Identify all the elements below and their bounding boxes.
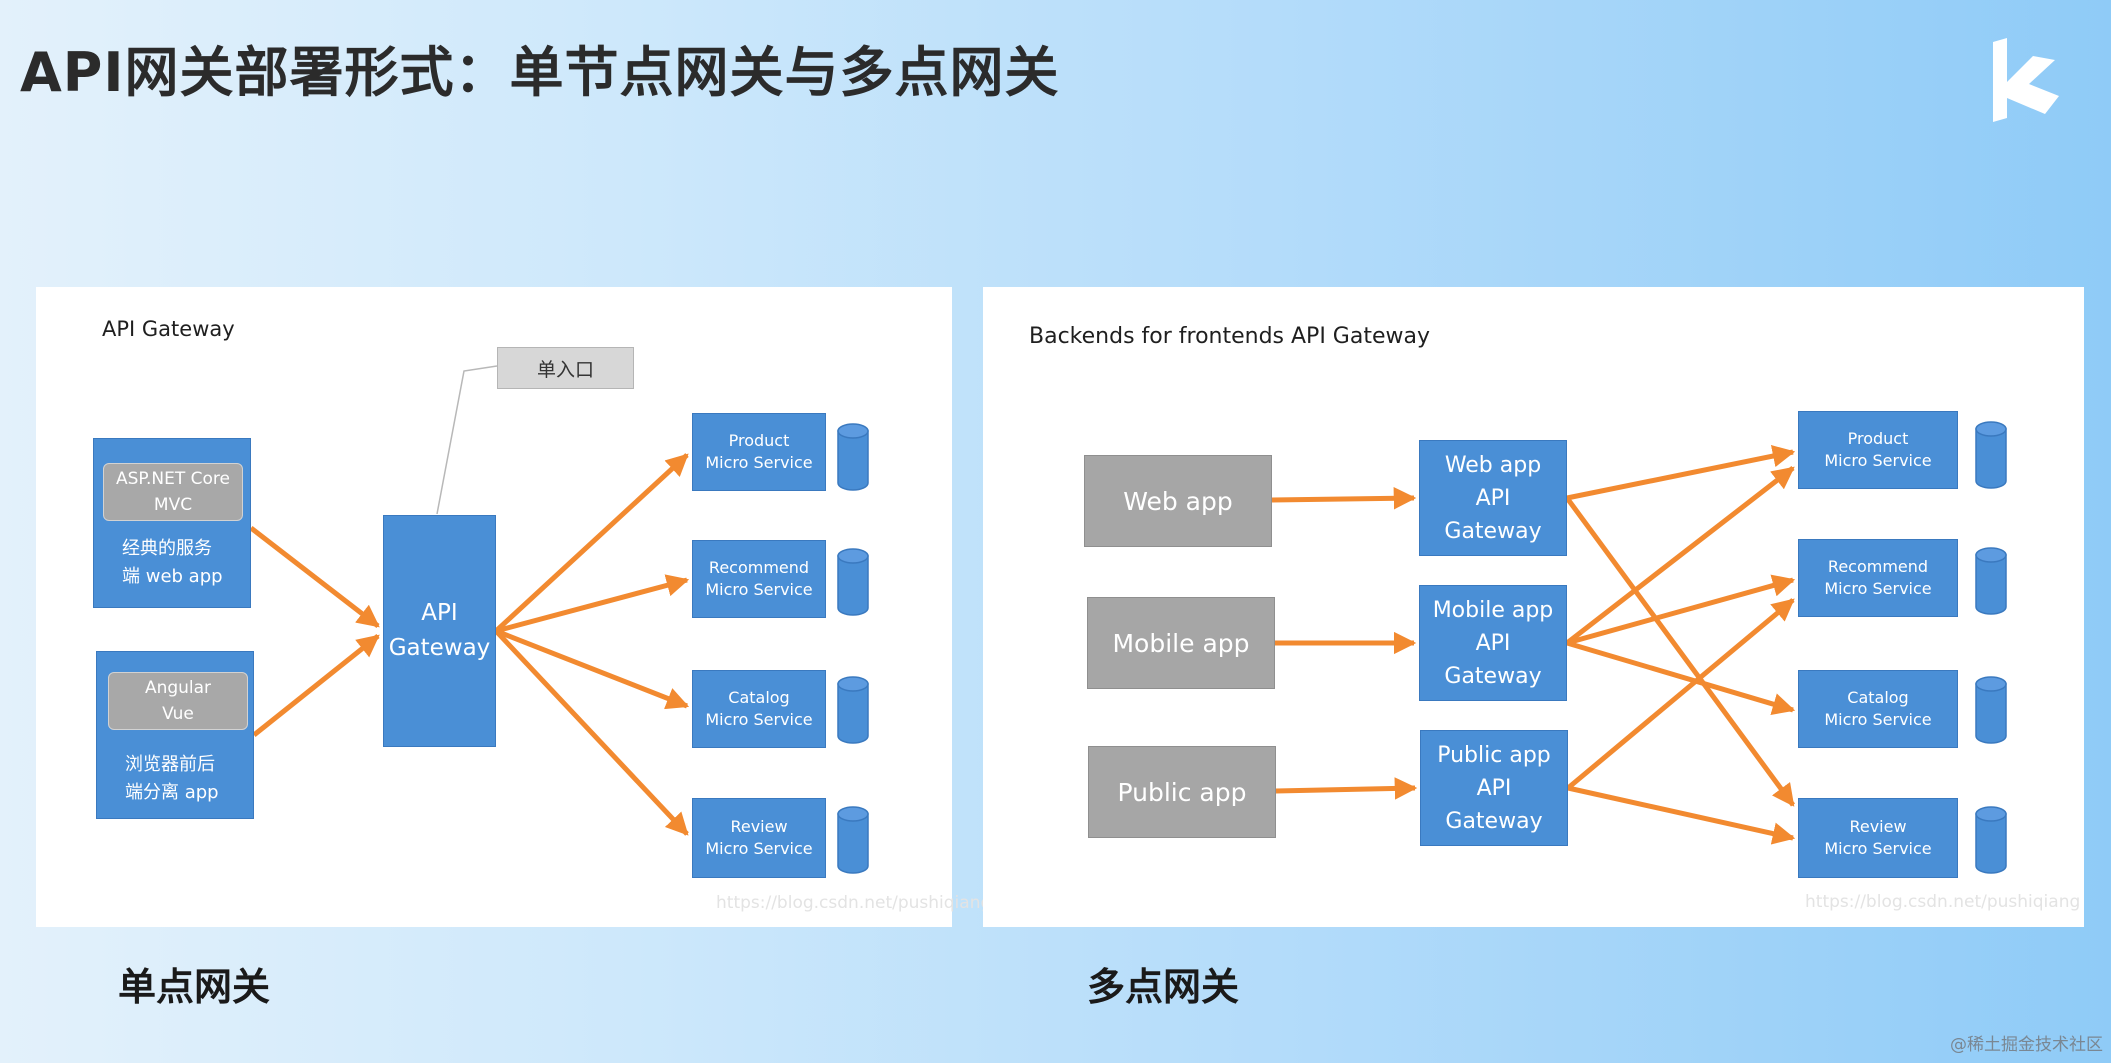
api-gateway-box[interactable]: API Gateway [383,515,496,747]
database-icon-3 [1975,683,2007,744]
service-box-review[interactable]: Review Micro Service [1798,798,1958,878]
left-arrow-3 [494,453,689,633]
database-icon-4-top [1975,806,2007,822]
right-arrow-6 [1565,466,1795,645]
single-gateway-caption: 单点网关 [118,965,271,1009]
client-description: 经典的服务 端 web app [122,538,223,587]
client-public-app[interactable]: Public app [1088,746,1276,838]
database-icon-1 [1975,428,2007,489]
callout-leader-line [436,365,498,515]
right-arrow-7 [1566,574,1796,646]
page-title: API网关部署形式：单节点网关与多点网关 [20,41,1060,104]
client-box-mvc[interactable]: ASP.NET Core MVC 经典的服务 端 web app [93,438,251,608]
service-box-recommend[interactable]: Recommend Micro Service [692,540,826,618]
framework-badge: ASP.NET Core MVC [103,463,243,521]
database-icon-3-top [837,676,869,692]
database-icon-3 [837,683,869,744]
right-databases [1975,421,2007,874]
right-arrow-10 [1567,785,1796,845]
k-logo-icon [1993,38,2059,122]
client-description: 浏览器前后 端分离 app [125,754,219,803]
database-icon-1-top [1975,421,2007,437]
left-arrow-6 [494,629,689,836]
diagram-watermark: https://blog.csdn.net/pushiqiang [716,893,992,913]
database-icon-4 [1975,813,2007,874]
database-icon-1 [837,430,869,491]
right-arrow-4 [1566,445,1796,501]
left-databases [837,423,869,874]
source-credit: @稀土掘金技术社区 [1950,1035,2103,1055]
client-web-app[interactable]: Web app [1084,455,1272,547]
service-box-product[interactable]: Product Micro Service [1798,411,1958,489]
left-arrow-1 [249,526,380,628]
service-box-product[interactable]: Product Micro Service [692,413,826,491]
public-app-gateway-box[interactable]: Public app API Gateway [1420,730,1568,846]
left-arrow-5 [495,628,690,710]
database-icon-2-top [837,548,869,564]
service-box-catalog[interactable]: Catalog Micro Service [692,670,826,748]
database-icon-2 [837,555,869,616]
database-icon-2 [1975,554,2007,615]
service-box-review[interactable]: Review Micro Service [692,798,826,878]
right-arrow-9 [1566,598,1795,790]
left-arrow-2 [252,634,380,737]
mobile-app-gateway-box[interactable]: Mobile app API Gateway [1419,585,1567,701]
framework-badge: Angular Vue [108,672,248,730]
multi-gateway-caption: 多点网关 [1087,965,1240,1009]
database-icon-3-top [1975,676,2007,692]
left-arrow-4 [495,574,690,634]
database-icon-1-top [837,423,869,439]
database-icon-4-top [837,806,869,822]
right-arrow-8 [1566,640,1796,716]
right-connectors [1271,445,1796,845]
database-icon-4 [837,813,869,874]
diagram-heading: API Gateway [102,317,235,341]
right-arrow-5 [1564,496,1796,807]
client-mobile-app[interactable]: Mobile app [1087,597,1275,689]
client-box-spa[interactable]: Angular Vue 浏览器前后 端分离 app [96,651,254,819]
right-arrow-1 [1271,487,1417,510]
service-box-catalog[interactable]: Catalog Micro Service [1798,670,1958,748]
right-arrow-3 [1275,777,1418,800]
left-connectors [249,453,690,836]
single-entry-callout: 单入口 [497,347,634,389]
diagram-heading: Backends for frontends API Gateway [1029,324,1430,349]
web-app-gateway-box[interactable]: Web app API Gateway [1419,440,1567,556]
database-icon-2-top [1975,547,2007,563]
service-box-recommend[interactable]: Recommend Micro Service [1798,539,1958,617]
diagram-watermark: https://blog.csdn.net/pushiqiang [1805,892,2081,912]
